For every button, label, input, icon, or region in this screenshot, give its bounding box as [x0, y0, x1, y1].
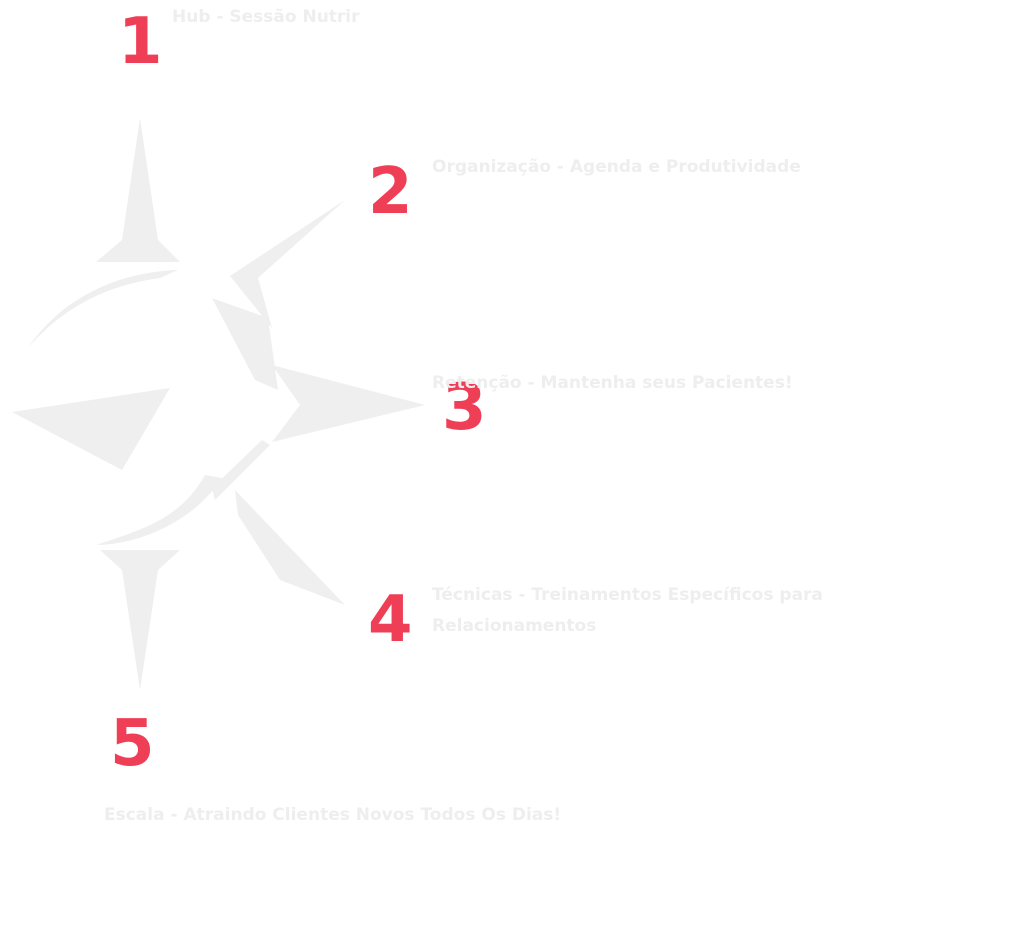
step-block-5: Escala - Atraindo Clientes Novos Todos O… [104, 800, 704, 831]
compass-arc-lower [96, 475, 222, 545]
step-title-4: Técnicas - Treinamentos Específicos para… [432, 585, 823, 636]
step-block-4: Técnicas - Treinamentos Específicos para… [432, 580, 952, 642]
compass-north-point [96, 118, 180, 262]
step-number-1: 1 [118, 5, 163, 79]
compass-arc-upper [28, 270, 178, 348]
step-number-5: 5 [110, 707, 155, 781]
compass-south-point [100, 550, 180, 690]
step-block-1: Hub - Sessão Nutrir [172, 2, 692, 33]
compass-northeast-point [230, 200, 345, 328]
step-number-4: 4 [368, 583, 413, 657]
step-block-3: Retenção - Mantenha seus Pacientes! [432, 368, 1012, 399]
compass-west-point [12, 388, 170, 470]
step-number-2: 2 [368, 155, 413, 229]
step-title-2: Organização - Agenda e Produtividade [432, 157, 801, 177]
step-title-3: Retenção - Mantenha seus Pacientes! [432, 373, 793, 393]
compass-southeast-point [235, 490, 345, 605]
step-title-5: Escala - Atraindo Clientes Novos Todos O… [104, 805, 562, 825]
compass-inner-northeast [212, 298, 278, 390]
step-block-2: Organização - Agenda e Produtividade [432, 152, 972, 183]
compass-east-point [272, 365, 425, 442]
step-number-3: 3 [442, 371, 487, 445]
compass-inner-southeast [212, 440, 270, 500]
step-title-1: Hub - Sessão Nutrir [172, 7, 360, 27]
